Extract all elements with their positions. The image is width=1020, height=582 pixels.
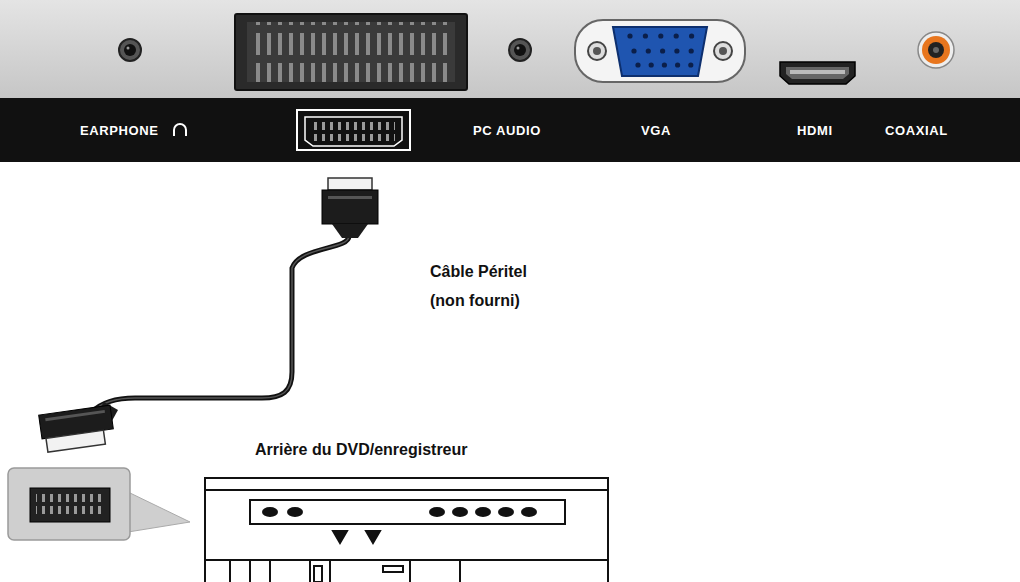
scart-cable [92,236,349,412]
port-label: VGA [641,123,671,138]
coaxial-port [918,32,954,68]
rca-jack [498,507,514,517]
vga-pin [627,33,632,38]
vga-pin [662,62,667,67]
hdmi-port [780,62,855,84]
earphone-jack [119,39,141,61]
vga-pin [660,48,665,53]
vga-pin [643,33,648,38]
panel-band [0,0,1020,98]
port-label: COAXIAL [885,123,948,138]
scart-symbol [297,110,410,150]
vga-pin [635,62,640,67]
scart-inset [8,468,190,540]
cable-note: (non fourni) [428,292,522,310]
label-band [0,98,1020,162]
rca-jack [429,507,445,517]
vga-pin [689,48,694,53]
vga-pin [675,62,680,67]
vga-pin [646,48,651,53]
rca-jack [521,507,537,517]
port-label: PC AUDIO [473,123,541,138]
vga-port [575,20,745,82]
scart-plug [39,402,118,452]
rca-jack [287,507,303,517]
cable-label: Câble Péritel [428,263,529,281]
scart-plug [322,178,378,238]
scart-cable-shine [92,236,349,412]
vga-pin [688,62,693,67]
scart-port [235,14,467,90]
headphone-symbol [174,124,186,136]
vga-pin [674,33,679,38]
rca-jack [475,507,491,517]
rca-jack [262,507,278,517]
pc-audio-jack [509,39,531,61]
port-label: HDMI [797,123,833,138]
vga-pin [631,48,636,53]
vga-pin [649,62,654,67]
vga-pin [674,48,679,53]
rca-jack [452,507,468,517]
dvd-recorder-rear [205,478,608,582]
port-label: EARPHONE [80,123,158,138]
vga-pin [689,33,694,38]
device-label: Arrière du DVD/enregistreur [253,441,470,459]
vga-pin [658,33,663,38]
